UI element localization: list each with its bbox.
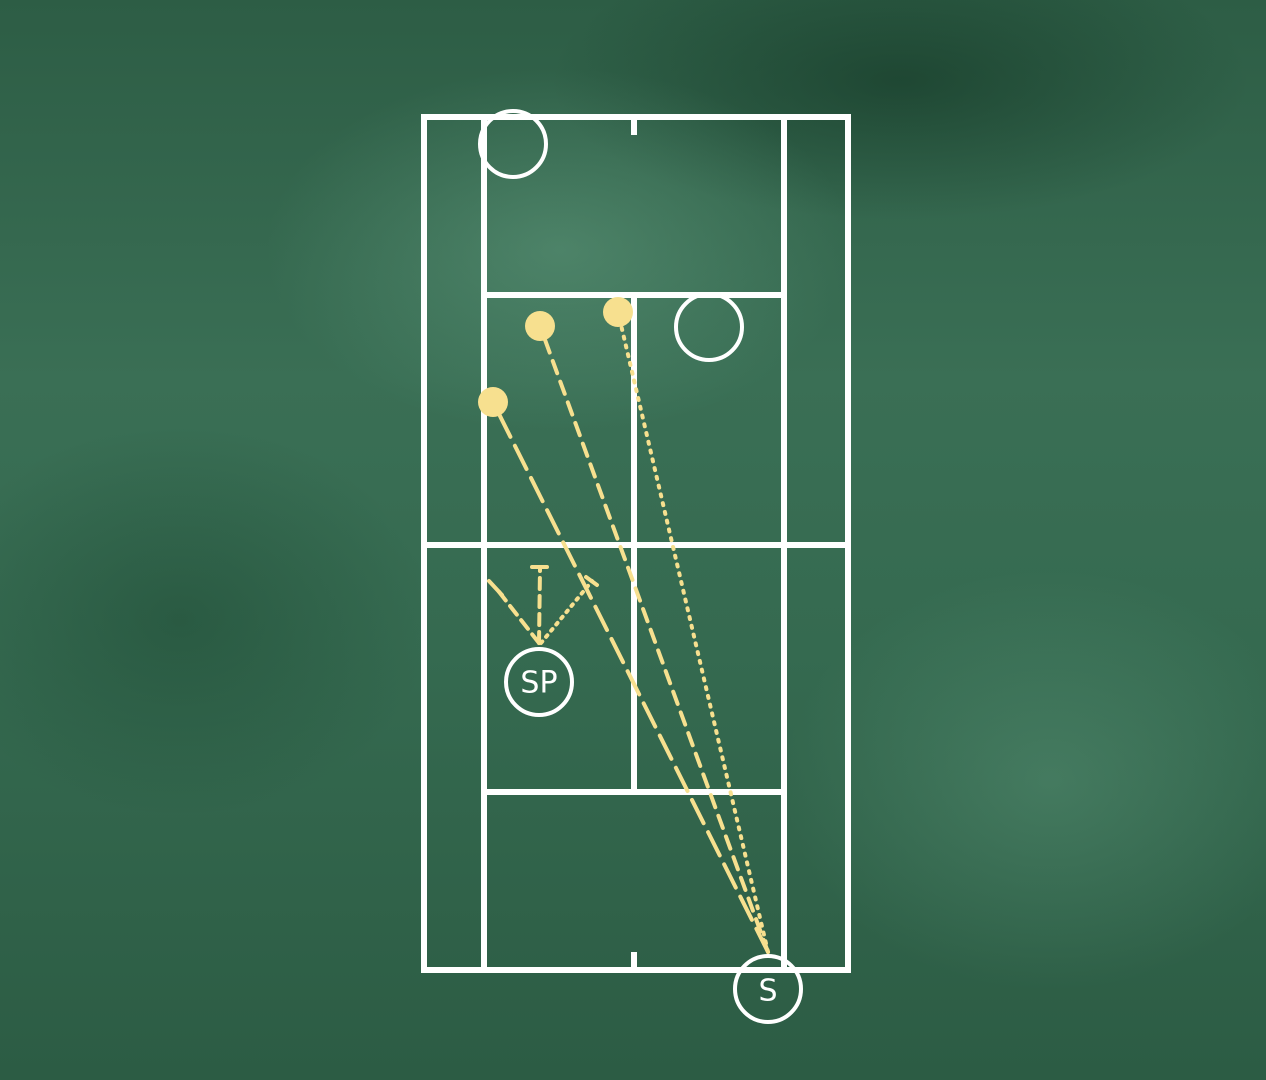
player-circle: [478, 109, 548, 179]
partner-move-left-stop: [487, 579, 504, 597]
partner-move-left: [494, 586, 541, 645]
wide-serve-path: [491, 400, 770, 954]
player-circle: [504, 647, 574, 717]
body-serve-ball: [525, 311, 555, 341]
opponent-baseline-player: [478, 109, 548, 179]
server-player: S: [733, 954, 803, 1024]
server-partner-player: SP: [504, 647, 574, 717]
player-circle: [733, 954, 803, 1024]
tennis-court: [421, 114, 851, 973]
partner-move-forward: [537, 567, 542, 645]
players: SP S: [478, 109, 803, 1024]
partner-move-right: [539, 579, 594, 645]
partner-move-right-stop: [584, 575, 599, 587]
body-serve-path: [538, 324, 770, 954]
serve-trajectories: [478, 297, 770, 954]
opponent-service-player: [674, 292, 744, 362]
server-partner-label: SP: [520, 666, 557, 701]
server-label: S: [758, 974, 777, 1009]
t-serve-path: [616, 310, 770, 954]
wide-serve-ball: [478, 387, 508, 417]
partner-movement-options: [487, 565, 599, 645]
t-serve-ball: [603, 297, 633, 327]
player-circle: [674, 292, 744, 362]
